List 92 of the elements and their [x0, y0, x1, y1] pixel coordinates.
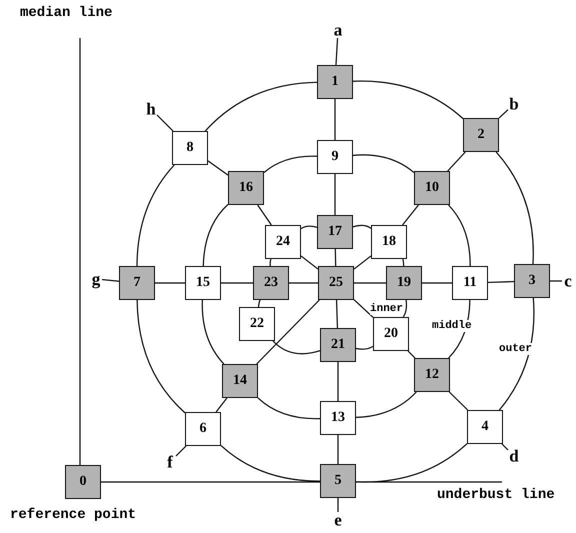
spoke-line	[337, 435, 339, 464]
spoke-line	[334, 99, 336, 140]
point-box: 5	[320, 464, 356, 498]
point-box: 16	[228, 171, 264, 205]
ring-label: outer	[499, 343, 532, 356]
point-box: 11	[452, 266, 488, 300]
ring-arc	[402, 300, 408, 318]
point-box: 19	[386, 266, 422, 300]
point-box: 4	[467, 410, 503, 444]
ring-arc	[270, 258, 272, 266]
direction-letter: f	[167, 454, 173, 470]
direction-letter: b	[509, 96, 519, 112]
point-box: 6	[185, 412, 221, 446]
point-box: 12	[414, 358, 450, 392]
point-box: 23	[253, 266, 289, 300]
leader-line	[337, 498, 339, 512]
ring-arc	[220, 445, 320, 482]
point-box: 21	[320, 328, 356, 362]
direction-letter: d	[509, 448, 519, 464]
spoke-line	[354, 255, 372, 270]
spoke-line	[402, 204, 419, 226]
direction-letter: h	[146, 100, 156, 118]
point-box: 24	[265, 225, 301, 259]
leader-line	[335, 38, 338, 66]
median-line-label: median line	[20, 6, 112, 22]
point-box: 8	[172, 131, 208, 165]
spoke-line	[448, 392, 468, 410]
ring-arc	[352, 224, 372, 229]
leader-line	[102, 278, 120, 282]
point-box: 25	[318, 266, 354, 300]
point-box: 18	[371, 225, 407, 259]
point-box: 3	[514, 264, 550, 298]
ring-arc	[202, 204, 228, 266]
leader-line	[550, 280, 562, 282]
ring-arc	[258, 300, 261, 308]
leader-line	[176, 446, 186, 456]
point-caption: reference point	[10, 508, 136, 524]
spoke-line	[447, 152, 466, 172]
spoke-line	[208, 160, 228, 176]
ring-arc	[356, 443, 468, 483]
point-box: 17	[317, 215, 353, 249]
leader-line	[498, 109, 508, 119]
point-box: 20	[373, 317, 409, 351]
direction-letter: g	[92, 270, 100, 288]
point-box: 15	[185, 266, 221, 300]
direction-letter: c	[564, 272, 572, 290]
spoke-line	[336, 300, 338, 328]
ring-arc	[264, 156, 318, 173]
spoke-line	[289, 282, 318, 284]
spoke-line	[422, 282, 452, 284]
point-box: 2	[463, 118, 499, 152]
ring-arc	[356, 392, 417, 418]
ring-arc	[498, 298, 534, 410]
point-box: 10	[414, 171, 450, 205]
ring-arc	[204, 82, 318, 132]
spoke-line	[354, 299, 374, 318]
direction-letter: a	[334, 22, 342, 38]
spoke-line	[256, 300, 320, 364]
point-box: 1	[317, 65, 353, 99]
direction-letter: e	[334, 512, 342, 528]
spoke-line	[216, 398, 228, 412]
ring-arc	[356, 346, 374, 350]
ring-arc	[202, 300, 224, 364]
ring-label: middle	[432, 320, 472, 332]
ring-arc	[496, 152, 534, 264]
point-box: 22	[239, 307, 275, 341]
point-box: 13	[320, 401, 356, 435]
spoke-line	[221, 282, 253, 284]
ring-arc	[258, 398, 320, 420]
spoke-line	[337, 362, 339, 401]
leader-line	[156, 114, 174, 132]
spoke-line	[354, 282, 386, 284]
ring-arc	[136, 300, 186, 414]
axis-label: underbust line	[437, 488, 555, 504]
ring-arc	[300, 226, 318, 230]
spoke-line	[257, 204, 272, 226]
ring-arc	[272, 340, 320, 354]
spoke-line	[488, 280, 514, 284]
ring-arc	[448, 204, 471, 266]
spoke-line	[155, 282, 185, 284]
spoke-line	[408, 350, 416, 358]
point-box: 14	[222, 364, 258, 398]
spoke-line	[300, 255, 318, 270]
ring-arc	[136, 164, 175, 266]
spoke-line	[334, 248, 336, 266]
point-box: 7	[119, 266, 155, 300]
ring-arc	[353, 80, 464, 120]
ring-label: inner	[370, 303, 404, 316]
ring-arc	[352, 154, 414, 174]
point-box: 0	[65, 465, 101, 499]
point-box: 9	[317, 140, 353, 174]
spoke-line	[334, 174, 336, 215]
